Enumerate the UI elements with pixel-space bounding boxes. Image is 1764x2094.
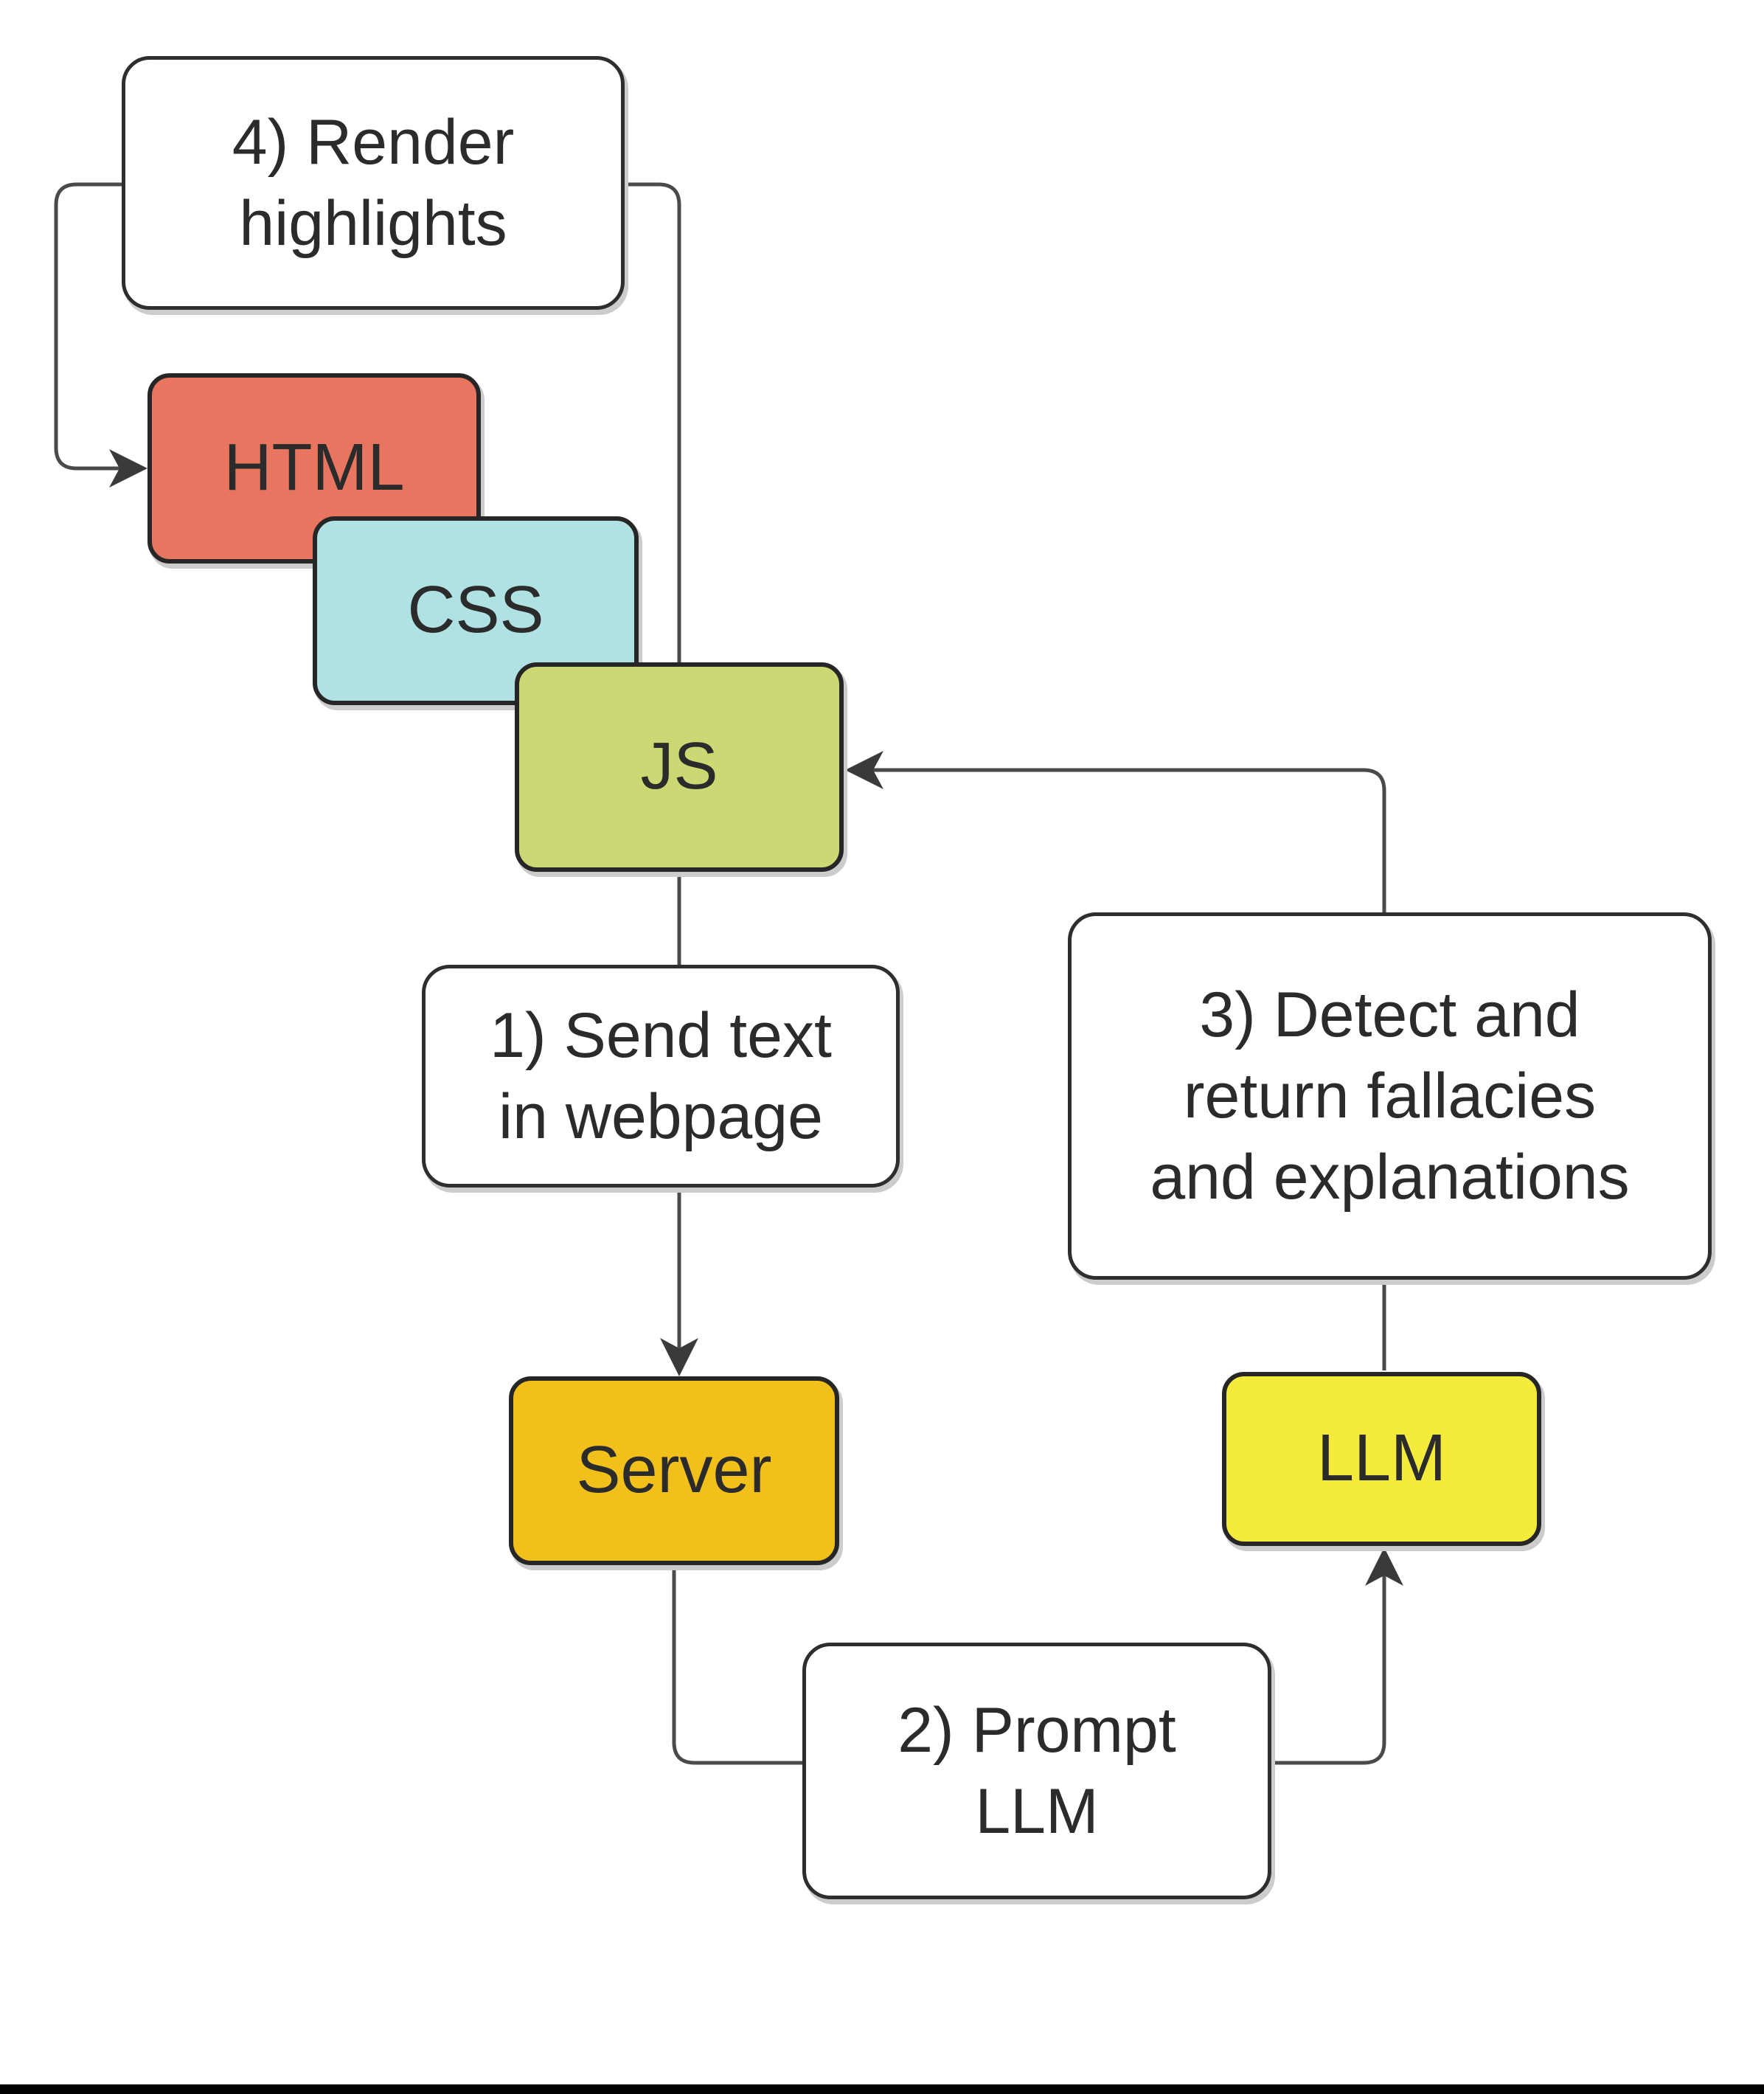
- step-label-prompt-llm: 2) Prompt LLM: [802, 1643, 1271, 1899]
- arrowhead-into-html-icon: [109, 449, 147, 488]
- bottom-black-bar: [0, 2084, 1764, 2094]
- step-label-text: 1) Send text: [490, 999, 832, 1071]
- node-css-label: CSS: [407, 573, 544, 648]
- arrowhead-into-llm-icon: [1365, 1547, 1403, 1586]
- node-js-label: JS: [640, 729, 718, 804]
- node-html-label: HTML: [223, 431, 405, 505]
- arrowhead-into-js-icon: [845, 751, 883, 789]
- step-label-text: 2) Prompt: [897, 1694, 1176, 1766]
- step-label-render-highlights: 4) Render highlights: [122, 56, 625, 310]
- node-llm: LLM: [1222, 1372, 1541, 1546]
- node-js: JS: [515, 662, 844, 872]
- step-label-text: in webpage: [499, 1081, 823, 1152]
- step-label-text: LLM: [975, 1776, 1099, 1847]
- step-label-send-text: 1) Send text in webpage: [422, 965, 900, 1188]
- node-server: Server: [509, 1376, 839, 1565]
- node-llm-label: LLM: [1316, 1421, 1447, 1496]
- step-label-text: and explanations: [1150, 1142, 1630, 1213]
- step-label-detect-fallacies: 3) Detect and return fallacies and expla…: [1068, 912, 1712, 1280]
- connector-js-render-html: [54, 182, 681, 665]
- step-label-text: 4) Render: [232, 106, 515, 178]
- step-label-text: highlights: [239, 188, 507, 259]
- step-label-text: 3) Detect and: [1199, 979, 1580, 1050]
- connector-llm-js: [854, 768, 1386, 1370]
- node-css: CSS: [313, 516, 639, 705]
- arrowhead-into-server-icon: [660, 1338, 698, 1376]
- node-server-label: Server: [576, 1433, 772, 1508]
- step-label-text: return fallacies: [1183, 1060, 1597, 1131]
